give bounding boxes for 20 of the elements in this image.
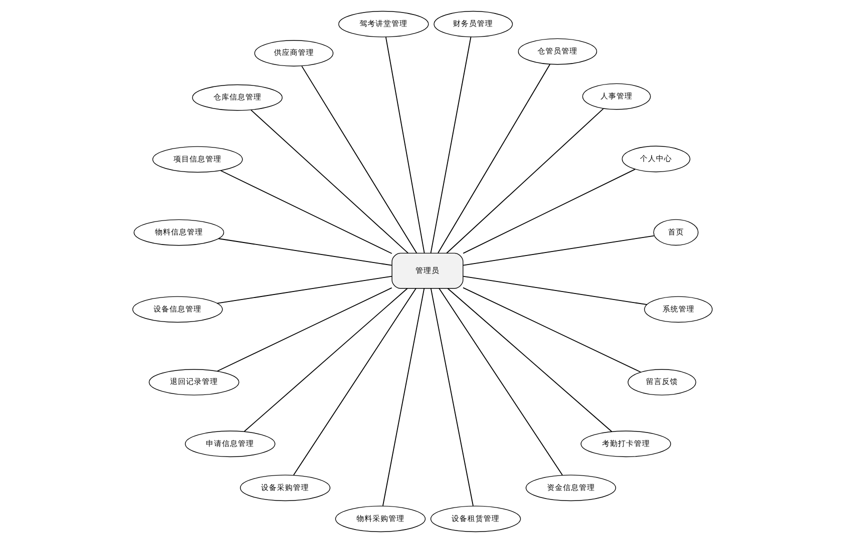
connector: [218, 238, 392, 266]
connector: [292, 288, 416, 476]
connector: [243, 288, 408, 432]
connector: [462, 276, 647, 306]
connector: [216, 287, 392, 372]
connector: [437, 64, 550, 254]
connector: [446, 288, 612, 432]
connector: [446, 108, 604, 254]
connector: [250, 110, 408, 254]
connector: [430, 36, 471, 254]
connector: [216, 276, 392, 304]
connector: [462, 168, 635, 254]
connector: [462, 235, 654, 266]
connector: [220, 170, 392, 254]
connector: [462, 287, 641, 373]
connector: [382, 288, 424, 506]
connector: [300, 66, 417, 254]
connector: [430, 288, 474, 506]
connector: [384, 36, 424, 254]
connector: [438, 288, 562, 476]
